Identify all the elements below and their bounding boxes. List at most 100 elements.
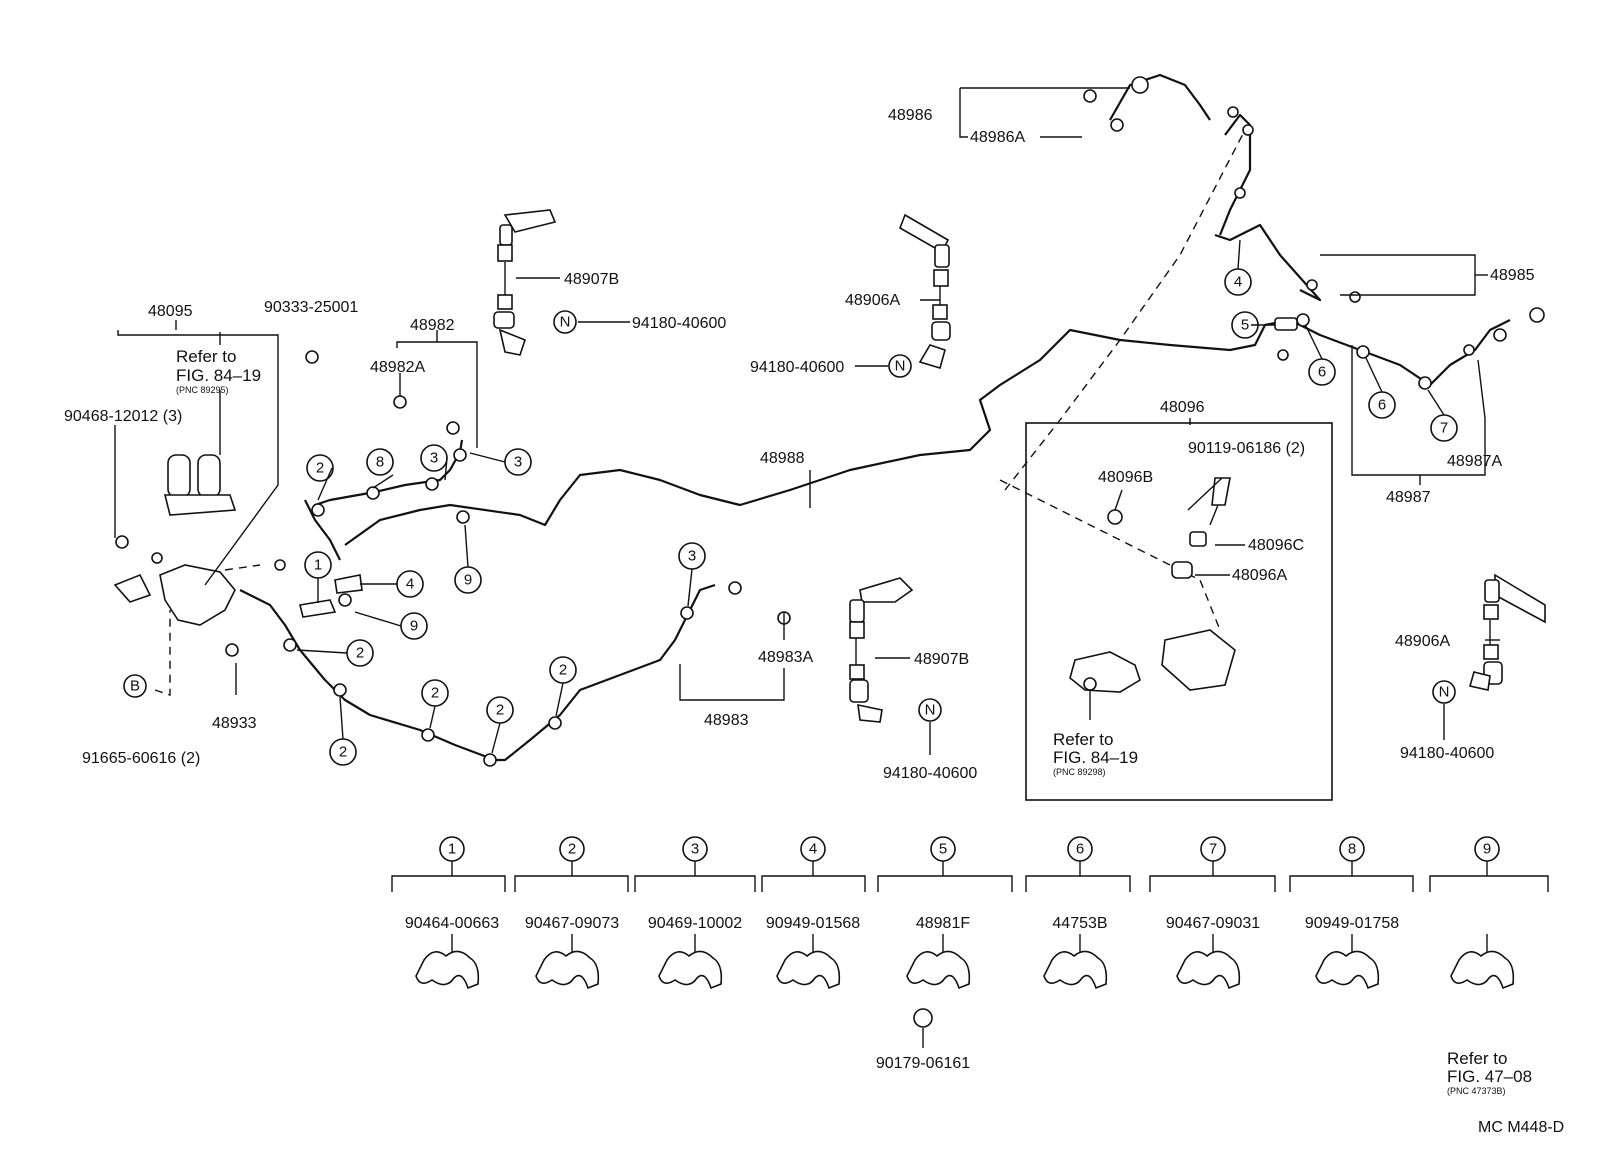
callout-2d: 2 xyxy=(431,685,439,702)
callout-4: 4 xyxy=(406,576,414,593)
label-48096b: 48096B xyxy=(1098,469,1153,486)
callout-circles: 2 8 3 3 1 4 9 9 2 2 2 2 2 3 4 5 6 6 7 xyxy=(304,268,1458,766)
label-48095: 48095 xyxy=(148,303,193,320)
part-labels: 48986 48986A 48985 48987 48987A 48095 90… xyxy=(64,107,1564,1136)
label-94180-mid: 94180-40600 xyxy=(750,359,844,376)
small-parts xyxy=(305,76,1545,625)
callout-5r: 5 xyxy=(1241,317,1249,334)
legend-part-3: 90469-10002 xyxy=(648,915,742,932)
legend-part-6: 44753B xyxy=(1052,915,1107,932)
label-48983: 48983 xyxy=(704,712,749,729)
label-48986a: 48986A xyxy=(970,129,1025,146)
label-48906a-mid: 48906A xyxy=(845,292,900,309)
legend-num-9: 9 xyxy=(1483,841,1491,858)
ref-note-1: Refer to FIG. 84–19 (PNC 89295) xyxy=(176,347,261,395)
label-48907b-low: 48907B xyxy=(914,651,969,668)
label-48907b-top: 48907B xyxy=(564,271,619,288)
label-48096c: 48096C xyxy=(1248,537,1304,554)
legend-part-7: 90467-09031 xyxy=(1166,915,1260,932)
legend-part-8: 90949-01758 xyxy=(1305,915,1399,932)
clip-icon-1 xyxy=(415,950,480,990)
legend-extra-5: 90179-06161 xyxy=(876,1055,970,1072)
ref3-pnc: (PNC 47373B) xyxy=(1447,1086,1506,1096)
legend-item-8: 8 90949-01758 xyxy=(1289,836,1414,990)
clip-icon-8 xyxy=(1315,950,1380,990)
callout-2e: 2 xyxy=(496,702,504,719)
height-sensor-48906a-right xyxy=(1468,573,1546,691)
callout-3b: 3 xyxy=(514,454,522,471)
label-48987: 48987 xyxy=(1386,489,1431,506)
ref1-line1: Refer to xyxy=(176,347,236,366)
legend-num-3: 3 xyxy=(691,841,699,858)
clip-icon-5 xyxy=(906,950,971,990)
legend-num-8: 8 xyxy=(1348,841,1356,858)
dash-guide-91665 xyxy=(154,564,261,696)
height-sensor-48907b-top xyxy=(493,209,557,356)
ref3-line1: Refer to xyxy=(1447,1049,1507,1068)
ref1-line2: FIG. 84–19 xyxy=(176,366,261,385)
legend-num-2: 2 xyxy=(568,841,576,858)
legend-num-1: 1 xyxy=(448,841,456,858)
figure-code: MC M448-D xyxy=(1478,1119,1564,1136)
ref2-line1: Refer to xyxy=(1053,730,1113,749)
callout-9a: 9 xyxy=(464,572,472,589)
ref3-line2: FIG. 47–08 xyxy=(1447,1067,1532,1086)
label-48988: 48988 xyxy=(760,450,805,467)
legend-item-7: 7 90467-09031 xyxy=(1149,836,1276,990)
pipe-48986 xyxy=(1109,73,1211,121)
ref-note-2: Refer to FIG. 84–19 (PNC 89298) xyxy=(1053,730,1138,777)
label-48933: 48933 xyxy=(212,715,257,732)
label-94180-low: 94180-40600 xyxy=(883,765,977,782)
label-90119: 90119-06186 (2) xyxy=(1188,440,1305,457)
height-sensor-48906a-mid xyxy=(899,213,951,370)
legend-item-6: 6 44753B xyxy=(1025,836,1131,990)
markers: N N N N B xyxy=(123,310,1456,722)
clip-icon-7 xyxy=(1176,950,1241,990)
leader-lines xyxy=(114,87,1500,755)
label-48986: 48986 xyxy=(888,107,933,124)
dash-guide-48096-b xyxy=(999,479,1221,631)
legend-part-5: 48981F xyxy=(916,915,970,932)
clip-icon-9 xyxy=(1450,950,1515,990)
height-sensor-48907b-low xyxy=(849,577,914,723)
clip-icon-3 xyxy=(658,950,723,990)
label-48906a-right: 48906A xyxy=(1395,633,1450,650)
callout-2f: 2 xyxy=(559,662,567,679)
legend-item-9: 9 xyxy=(1429,836,1549,990)
legend-num-5: 5 xyxy=(939,841,947,858)
callout-6a: 6 xyxy=(1318,364,1326,381)
n-marker-top: N xyxy=(560,314,571,331)
callout-6b: 6 xyxy=(1378,397,1386,414)
pipe-48987 xyxy=(1214,223,1322,302)
callout-2c: 2 xyxy=(339,744,347,761)
label-48985: 48985 xyxy=(1490,267,1535,284)
pipe-48986-right xyxy=(1218,113,1252,236)
group-48096-parts xyxy=(1069,477,1236,693)
b-marker: B xyxy=(130,678,140,695)
dash-guide-48096 xyxy=(1004,129,1246,491)
label-90333: 90333-25001 xyxy=(264,299,358,316)
label-94180-right: 94180-40600 xyxy=(1400,745,1494,762)
pipe-48988 xyxy=(304,318,1511,561)
legend-num-6: 6 xyxy=(1076,841,1084,858)
clip-icon-4 xyxy=(776,950,841,990)
label-94180-top: 94180-40600 xyxy=(632,315,726,332)
callout-1: 1 xyxy=(314,557,322,574)
legend-num-7: 7 xyxy=(1209,841,1217,858)
group-48096-box xyxy=(1025,422,1333,801)
valve-assembly-48095 xyxy=(113,454,363,657)
clip-icon-2 xyxy=(535,950,600,990)
ref1-pnc: (PNC 89295) xyxy=(176,385,229,395)
callout-2b: 2 xyxy=(356,645,364,662)
callout-7: 7 xyxy=(1440,420,1448,437)
clip-legend: 190464-00663290467-09073390469-100024909… xyxy=(391,836,1549,1072)
pipe-clamp-nodes xyxy=(283,313,1432,767)
label-48096a: 48096A xyxy=(1232,567,1287,584)
callout-2a: 2 xyxy=(316,460,324,477)
callout-8: 8 xyxy=(376,454,384,471)
ref2-pnc: (PNC 89298) xyxy=(1053,767,1106,777)
label-48987a: 48987A xyxy=(1447,453,1502,470)
